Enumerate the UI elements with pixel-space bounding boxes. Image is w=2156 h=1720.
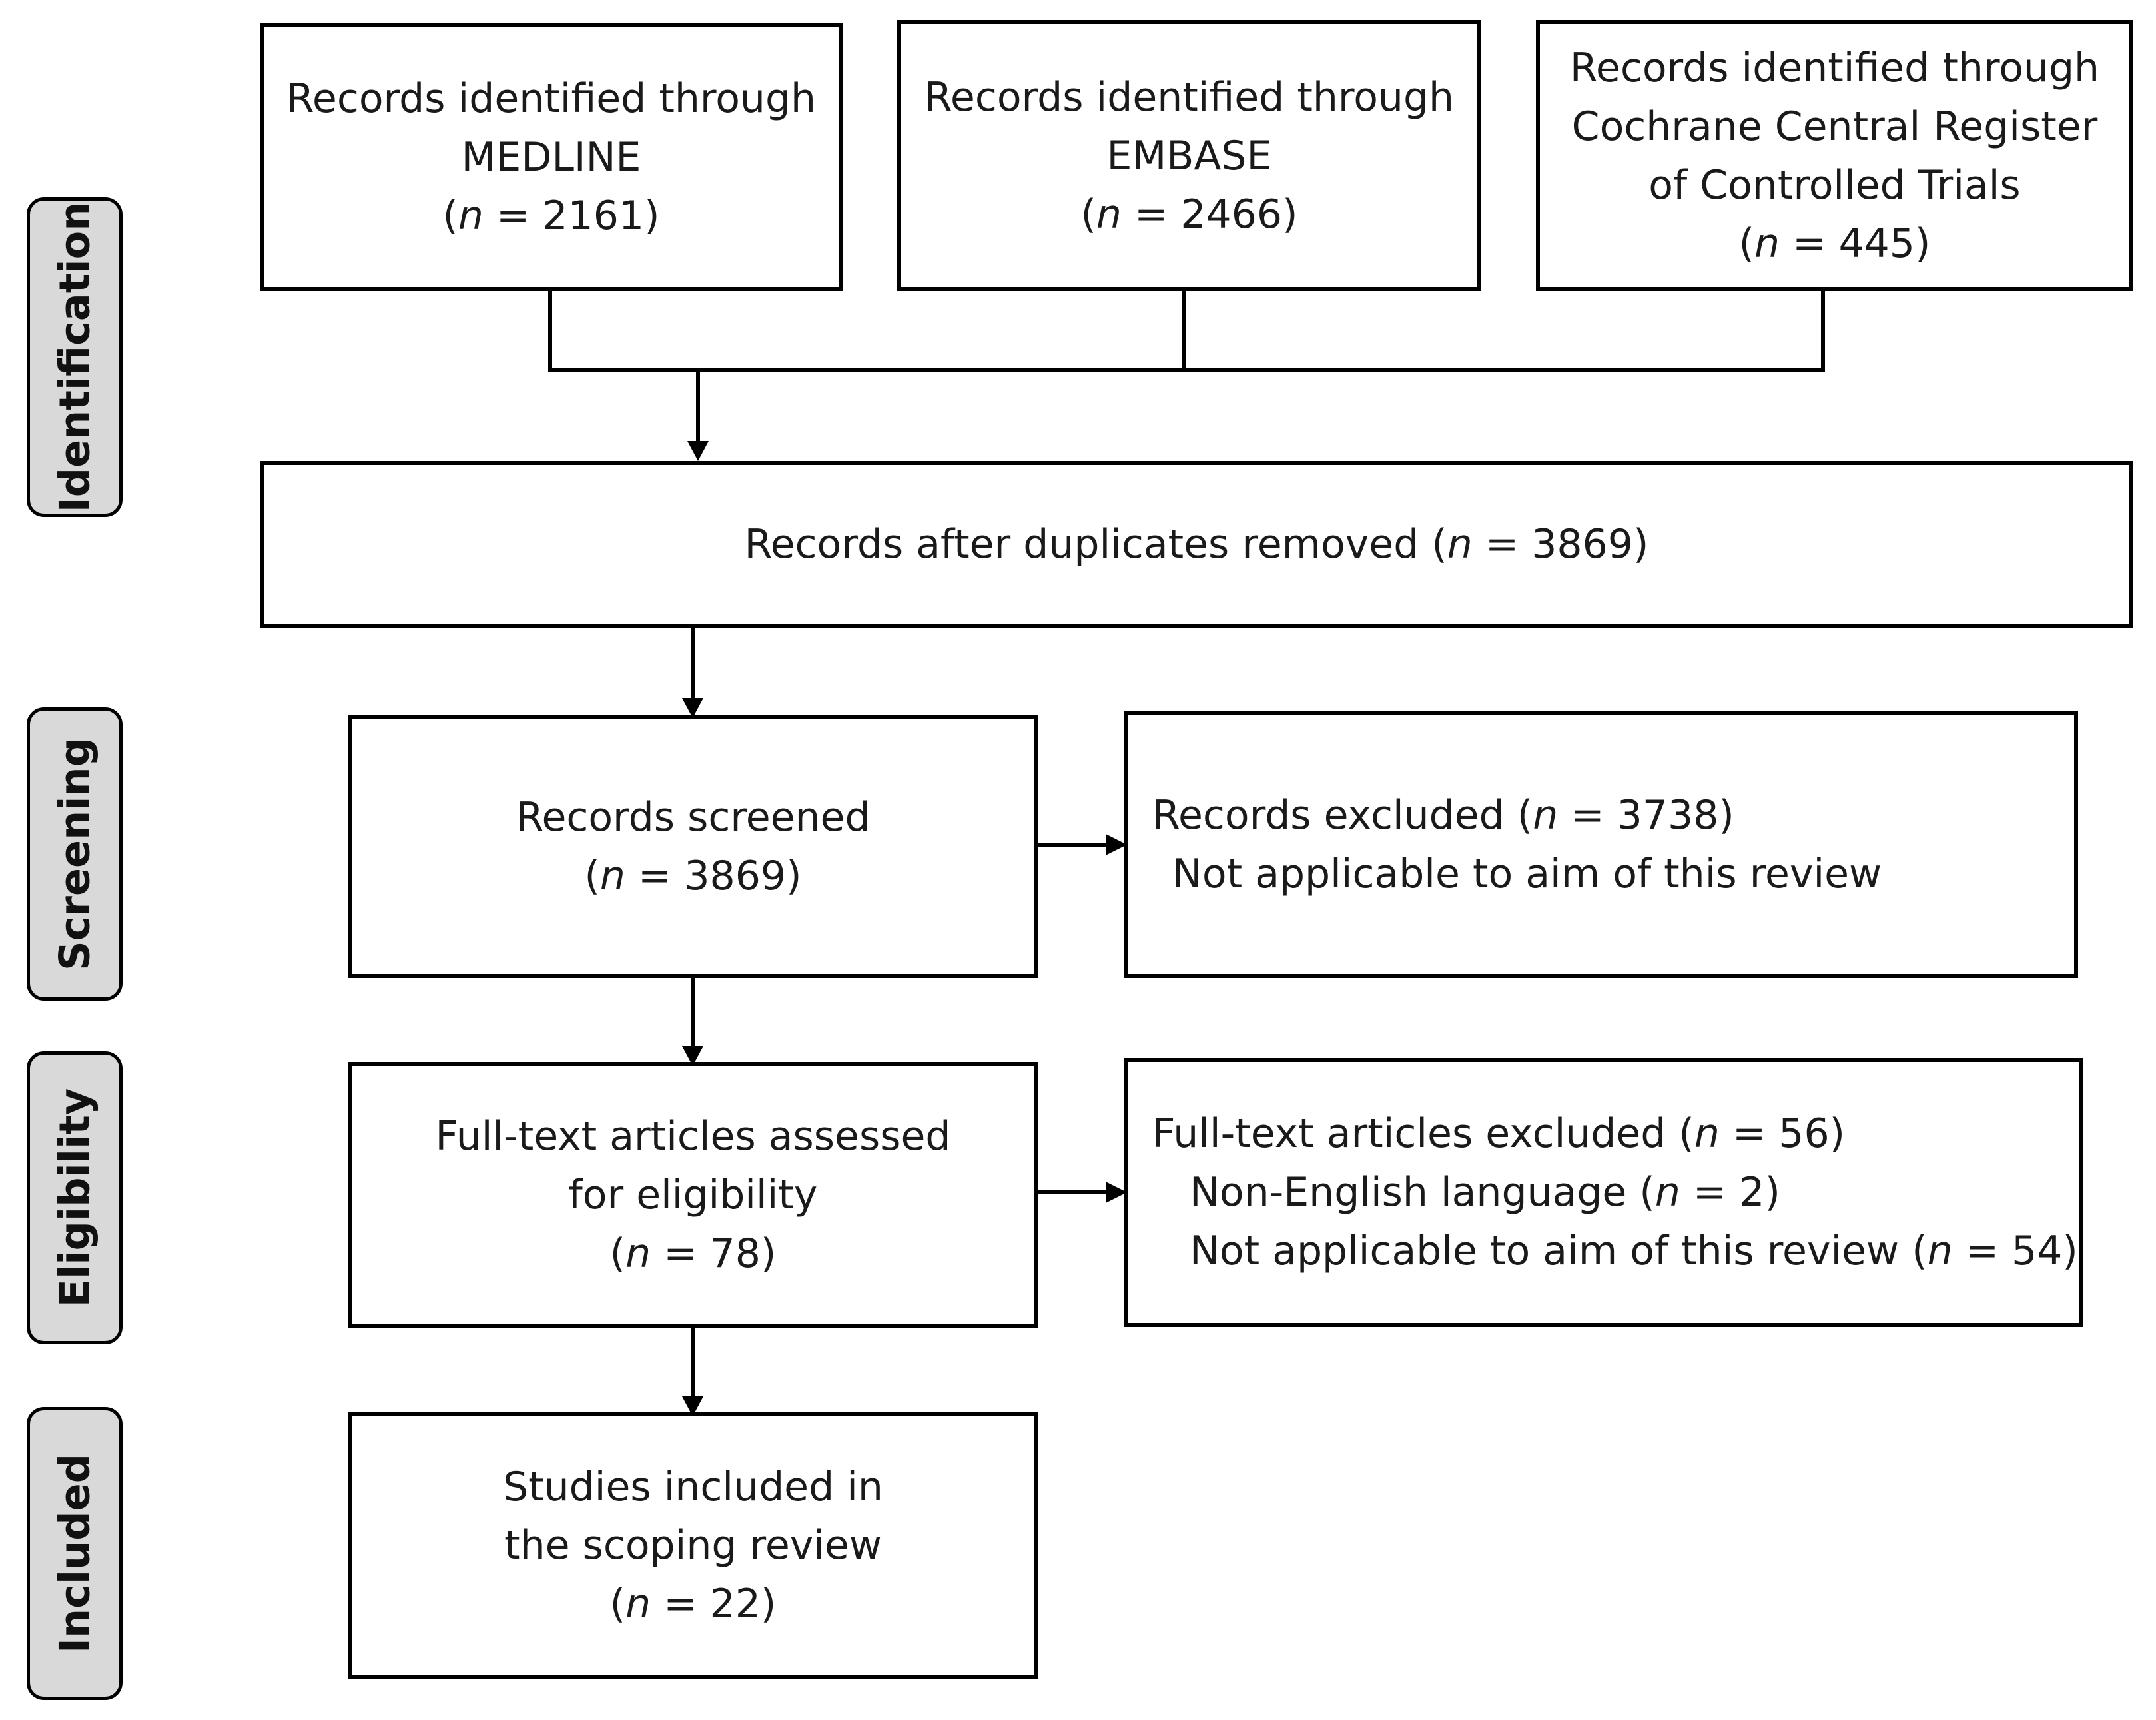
medline-line2: MEDLINE [461, 133, 641, 181]
cochrane-count: (n = 445) [1738, 220, 1931, 267]
box-records-screened: Records screened (n = 3869) [348, 715, 1038, 978]
arrowhead-to-screened [682, 698, 703, 718]
fulltext-line1: Full-text articles assessed [435, 1113, 951, 1160]
included-line1: Studies included in [503, 1464, 883, 1510]
box-medline: Records identified through MEDLINE (n = … [260, 23, 843, 291]
excluded-reason: Not applicable to aim of this review [1172, 851, 1882, 897]
arrowhead-to-fulltext [682, 1046, 703, 1066]
arrowhead-to-fulltext-excluded [1106, 1182, 1127, 1203]
box-fulltext-assessed: Full-text articles assessed for eligibil… [348, 1062, 1038, 1328]
stage-identification: Identification [27, 197, 123, 517]
included-line2: the scoping review [504, 1522, 882, 1569]
duplicates-text: Records after duplicates removed (n = 38… [744, 521, 1649, 568]
cochrane-line3: of Controlled Trials [1648, 161, 2021, 209]
fulltext-excluded-reason2: Not applicable to aim of this review (n … [1190, 1228, 2078, 1274]
included-count: (n = 22) [609, 1581, 777, 1627]
fulltext-count: (n = 78) [609, 1230, 777, 1277]
medline-line1: Records identified through [286, 75, 817, 122]
fulltext-excluded-line1: Full-text articles excluded (n = 56) [1152, 1110, 1846, 1157]
cochrane-line2: Cochrane Central Register [1571, 103, 2098, 150]
embase-count: (n = 2466) [1080, 191, 1298, 238]
stage-screening: Screening [27, 707, 123, 1001]
stage-included: Included [27, 1407, 123, 1700]
stage-eligibility: Eligibility [27, 1051, 123, 1344]
embase-line1: Records identified through [924, 73, 1455, 121]
screened-line1: Records screened [516, 794, 871, 841]
box-embase: Records identified through EMBASE (n = 2… [897, 20, 1481, 291]
arrowhead-to-excluded [1106, 834, 1127, 855]
cochrane-line1: Records identified through [1569, 44, 2100, 91]
box-fulltext-excluded: Full-text articles excluded (n = 56) Non… [1124, 1058, 2083, 1327]
medline-count: (n = 2161) [442, 192, 660, 239]
fulltext-line2: for eligibility [568, 1172, 818, 1218]
fulltext-excluded-reason1: Non-English language (n = 2) [1190, 1169, 1780, 1216]
excluded-line1: Records excluded (n = 3738) [1152, 792, 1734, 839]
screened-count: (n = 3869) [584, 853, 802, 899]
embase-line2: EMBASE [1106, 132, 1272, 179]
box-records-excluded: Records excluded (n = 3738) Not applicab… [1124, 711, 2078, 978]
box-studies-included: Studies included in the scoping review (… [348, 1412, 1038, 1679]
box-duplicates-removed: Records after duplicates removed (n = 38… [260, 461, 2133, 628]
box-cochrane: Records identified through Cochrane Cent… [1536, 20, 2133, 291]
arrowhead-to-included [682, 1396, 703, 1416]
arrowhead-to-duplicates [687, 441, 709, 461]
